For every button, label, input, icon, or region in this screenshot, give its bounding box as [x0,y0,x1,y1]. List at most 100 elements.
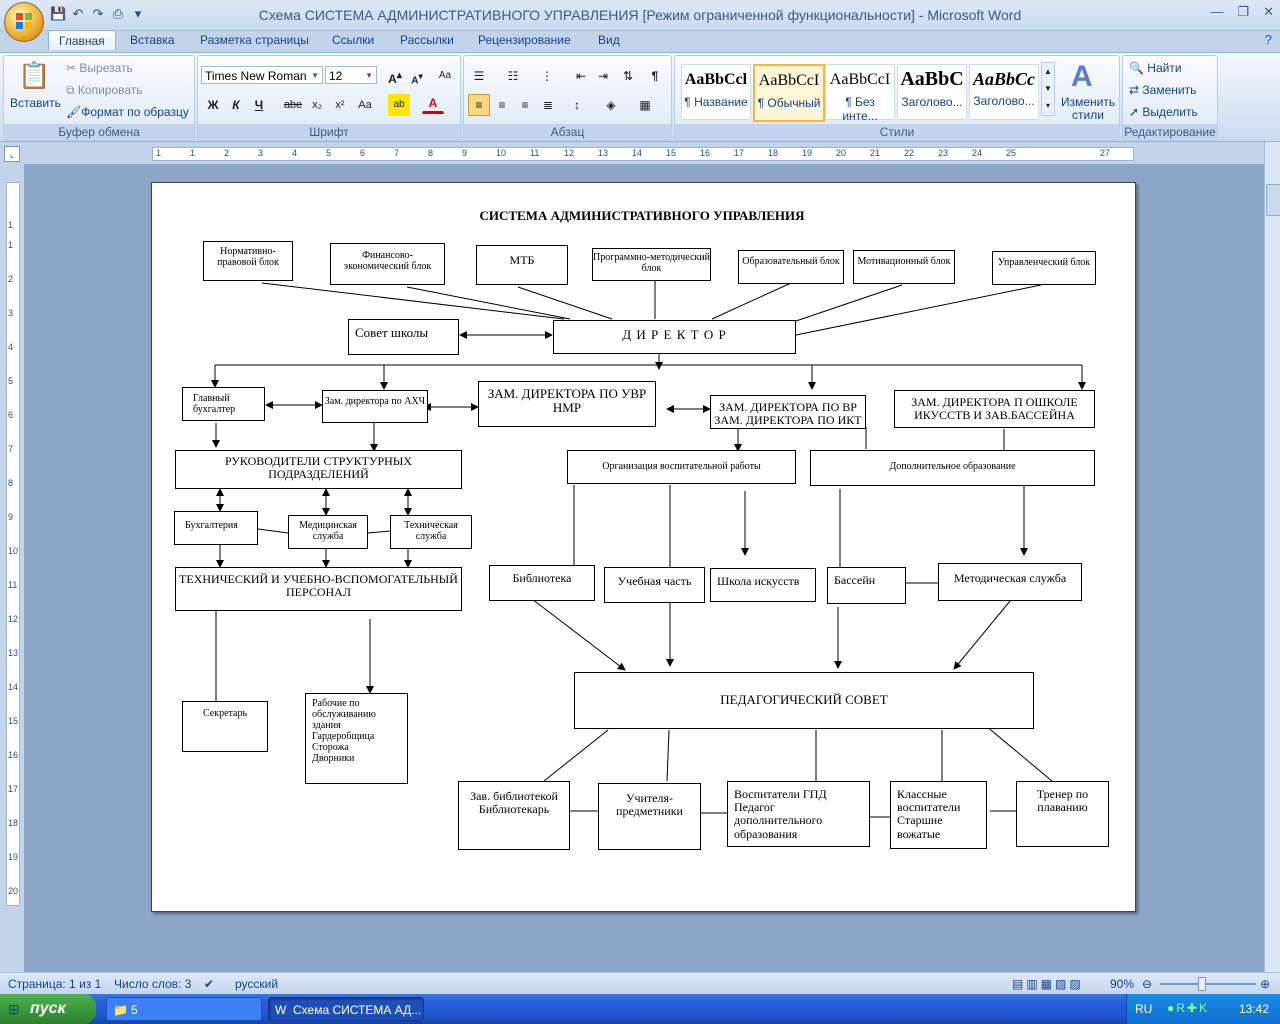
numbering-icon[interactable]: ☷ [507,69,519,83]
tab-page-layout[interactable]: Разметка страницы [200,33,309,47]
format-painter-button[interactable]: 🖌Формат по образцу [66,105,189,119]
save-icon[interactable]: 💾 [50,6,67,21]
paste-icon[interactable]: 📋 [18,60,51,90]
show-marks-icon[interactable]: ¶ [651,69,659,83]
shading-icon[interactable]: ◈ [606,98,616,112]
print-icon[interactable]: ⎙ [112,6,124,21]
ruler-number: 27 [1100,148,1111,158]
italic-button[interactable]: К [232,98,240,112]
tab-mailings[interactable]: Рассылки [400,33,454,47]
tab-view[interactable]: Вид [598,33,620,47]
customize-qat-icon[interactable]: ▾ [134,6,142,21]
restore-icon[interactable]: ❐ [1237,4,1250,19]
zoom-slider[interactable] [1160,983,1256,985]
clear-format-icon[interactable]: Aa [438,70,452,81]
increase-indent-icon[interactable]: ⇥ [597,69,609,83]
tab-review[interactable]: Рецензирование [478,33,571,47]
spell-check-icon[interactable]: ✔ [204,977,215,991]
document-page[interactable]: СИСТЕМА АДМИНИСТРАТИВНОГО УПРАВЛЕНИЯ Нор… [151,182,1136,912]
undo-icon[interactable]: ↶ [72,6,84,21]
underline-button[interactable]: Ч [254,98,264,112]
subscript-button[interactable]: x₂ [312,99,322,111]
justify-icon[interactable]: ≣ [542,98,554,112]
taskbar-folder[interactable]: 📁5 [106,997,262,1021]
change-styles-button[interactable]: Изменить стили [1061,95,1116,122]
highlight-icon[interactable]: ab [388,94,410,116]
select-button[interactable]: ➚ Выделить [1129,105,1198,119]
sort-icon[interactable]: ⇅ [622,69,634,83]
zoom-level[interactable]: 90% [1110,977,1135,991]
tab-selector-icon[interactable]: ⌞ [4,146,20,162]
multilevel-list-icon[interactable]: ⋮ [541,69,553,83]
tab-insert[interactable]: Вставка [130,33,175,47]
superscript-button[interactable]: x² [335,99,345,111]
language-indicator[interactable]: русский [235,977,279,991]
tab-home[interactable]: Главная [48,30,116,50]
ruler-number: 23 [938,148,949,158]
ruler-number: 9 [8,512,14,522]
tab-references[interactable]: Ссылки [332,33,375,47]
office-button[interactable] [4,2,44,42]
find-button[interactable]: 🔍 Найти [1129,61,1182,75]
bold-button[interactable]: Ж [207,98,219,112]
change-case-button[interactable]: Aa [358,99,372,111]
strikethrough-button[interactable]: abe [283,99,303,111]
minimize-icon[interactable]: — [1210,4,1224,19]
paste-button[interactable]: Вставить [10,96,61,110]
ruler-number: 2 [224,148,230,158]
ped-council-box: ПЕДАГОГИЧЕСКИЙ СОВЕТ [574,672,1034,729]
clock: 13:42 [1239,1002,1270,1016]
style-no-spacing[interactable]: AaBbCcI¶ Без инте... [825,64,895,123]
start-button[interactable]: пуск [0,994,96,1024]
styles-scroll[interactable]: ▲▼▾ [1041,62,1055,116]
decrease-indent-icon[interactable]: ⇤ [575,69,587,83]
copy-icon: ⧉ [66,83,78,97]
style-sample: AaBbC [900,68,964,90]
status-bar: Страница: 1 из 1 Число слов: 3 ✔ русский… [0,972,1280,995]
zoom-in-icon[interactable]: ⊕ [1260,977,1271,991]
style-normal[interactable]: AaBbCcI¶ Обычный [753,64,825,122]
scroll-thumb[interactable] [1266,184,1280,216]
language-bar[interactable]: RU [1135,1002,1153,1016]
zoom-slider-thumb[interactable] [1198,977,1206,991]
editing-group: 🔍 Найти ⇄ Заменить ➚ Выделить Редактиров… [1122,55,1218,141]
align-right-icon[interactable]: ≡ [521,98,529,112]
view-buttons[interactable]: ▤▥▦▧▨ [1012,977,1084,991]
diagram-connectors [211,281,1086,818]
shrink-font-icon[interactable]: A▾ [411,71,423,87]
page-indicator[interactable]: Страница: 1 из 1 [8,977,102,991]
word-count[interactable]: Число слов: 3 [114,977,192,991]
help-icon[interactable]: ? [1264,32,1272,47]
redo-icon[interactable]: ↷ [92,6,104,21]
font-color-icon[interactable]: A [422,94,444,114]
ruler-number: 17 [8,784,19,794]
ruler-number: 6 [8,410,14,420]
font-size-combo[interactable]: 12▼ [325,66,377,84]
zoom-out-icon[interactable]: ⊖ [1142,977,1153,991]
line-spacing-icon[interactable]: ↕ [574,98,580,112]
close-icon[interactable]: ✕ [1263,4,1274,19]
ruler-number: 17 [734,148,745,158]
align-left-icon[interactable]: ≡ [468,94,490,116]
vertical-scrollbar[interactable] [1264,142,1280,972]
replace-button[interactable]: ⇄ Заменить [1129,83,1196,97]
align-center-icon[interactable]: ≡ [498,98,506,112]
clipboard-group-label: Буфер обмена [4,124,194,140]
borders-icon[interactable]: ▦ [639,98,651,112]
tray-icons[interactable]: ●R✚K [1167,1001,1209,1015]
font-name-combo[interactable]: Times New Roman▼ [201,66,323,84]
motivation-block: Мотивационный блок [853,250,955,284]
ruler-number: 16 [700,148,711,158]
font-group-label: Шрифт [198,124,460,140]
cut-button[interactable]: ✂ Вырезать [66,61,133,75]
grow-font-icon[interactable]: A▴ [388,70,402,86]
style-title[interactable]: AaBbCcl¶ Название [681,64,751,120]
change-styles-icon[interactable]: A [1071,60,1093,93]
bullets-icon[interactable]: ☰ [473,69,485,83]
copy-button[interactable]: ⧉ Копировать [66,83,143,98]
